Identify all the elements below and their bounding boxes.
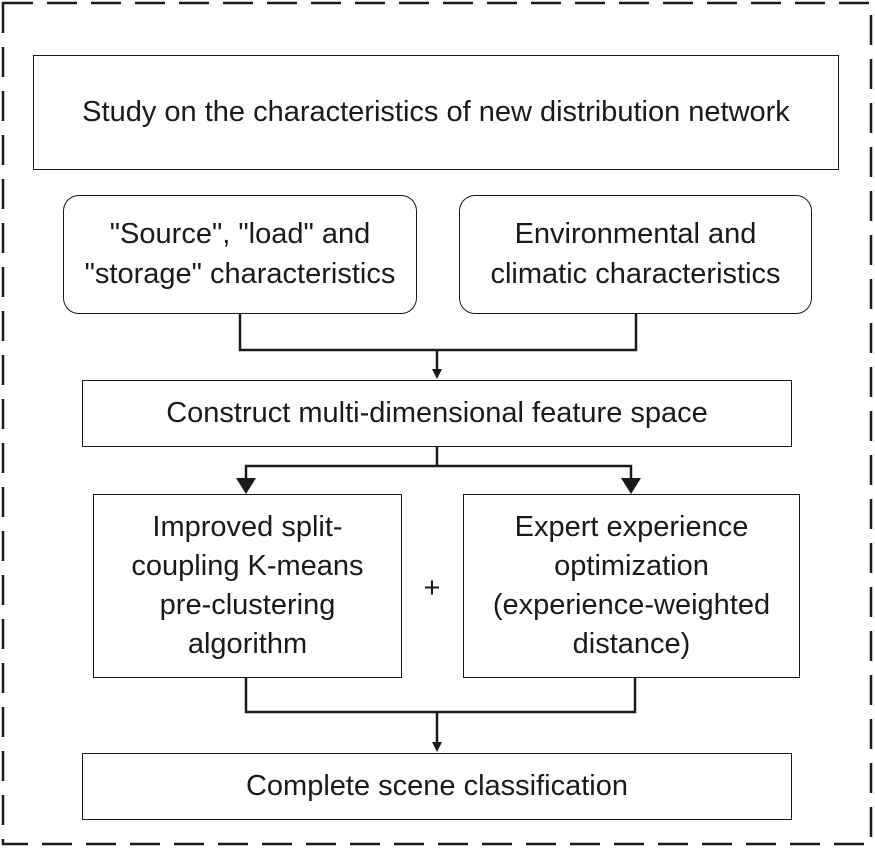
source-load-storage-label: "Source", "load" and "storage" character… — [84, 218, 396, 290]
complete-label: Complete scene classification — [245, 769, 628, 802]
expert-box: Expert experience optimization (experien… — [463, 494, 800, 678]
plus-sign: + — [423, 572, 441, 604]
expert-label: Expert experience optimization (experien… — [492, 510, 771, 661]
source-load-storage-box: "Source", "load" and "storage" character… — [63, 195, 417, 314]
environment-label: Environmental and climatic characteristi… — [490, 218, 781, 290]
kmeans-box: Improved split-coupling K-means pre-clus… — [93, 494, 402, 678]
feature-space-box: Construct multi-dimensional feature spac… — [82, 380, 792, 447]
complete-box: Complete scene classification — [82, 753, 792, 820]
environment-box: Environmental and climatic characteristi… — [459, 195, 812, 314]
kmeans-label: Improved split-coupling K-means pre-clus… — [131, 510, 364, 661]
study-box: Study on the characteristics of new dist… — [33, 55, 839, 170]
feature-space-label: Construct multi-dimensional feature spac… — [166, 396, 708, 429]
study-label: Study on the characteristics of new dist… — [82, 95, 790, 128]
